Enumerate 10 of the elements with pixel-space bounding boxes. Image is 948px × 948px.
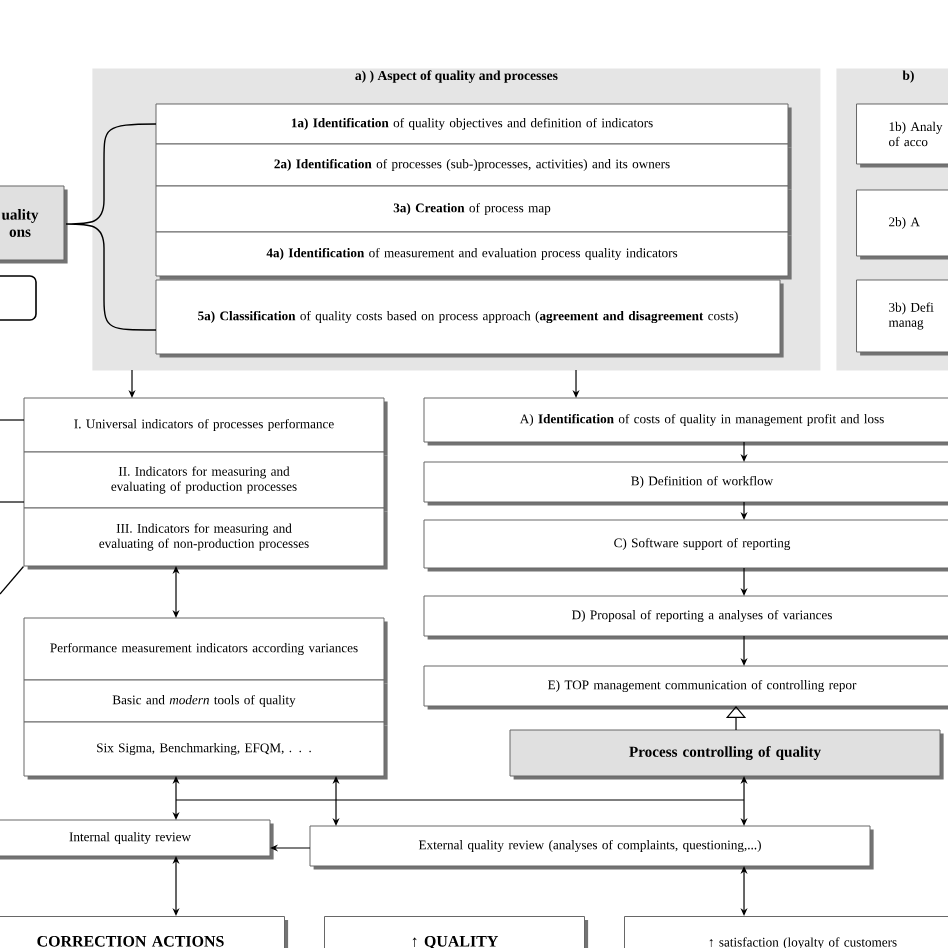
arrow bbox=[740, 776, 748, 826]
connector-line bbox=[0, 419, 25, 421]
arrow bbox=[172, 856, 180, 916]
connector-line bbox=[0, 501, 25, 503]
arrow bbox=[332, 776, 340, 826]
connector-line bbox=[0, 565, 25, 595]
arrow bbox=[172, 776, 180, 820]
rounded-box bbox=[0, 275, 37, 321]
arrow bbox=[172, 566, 180, 618]
arrow bbox=[740, 866, 748, 916]
